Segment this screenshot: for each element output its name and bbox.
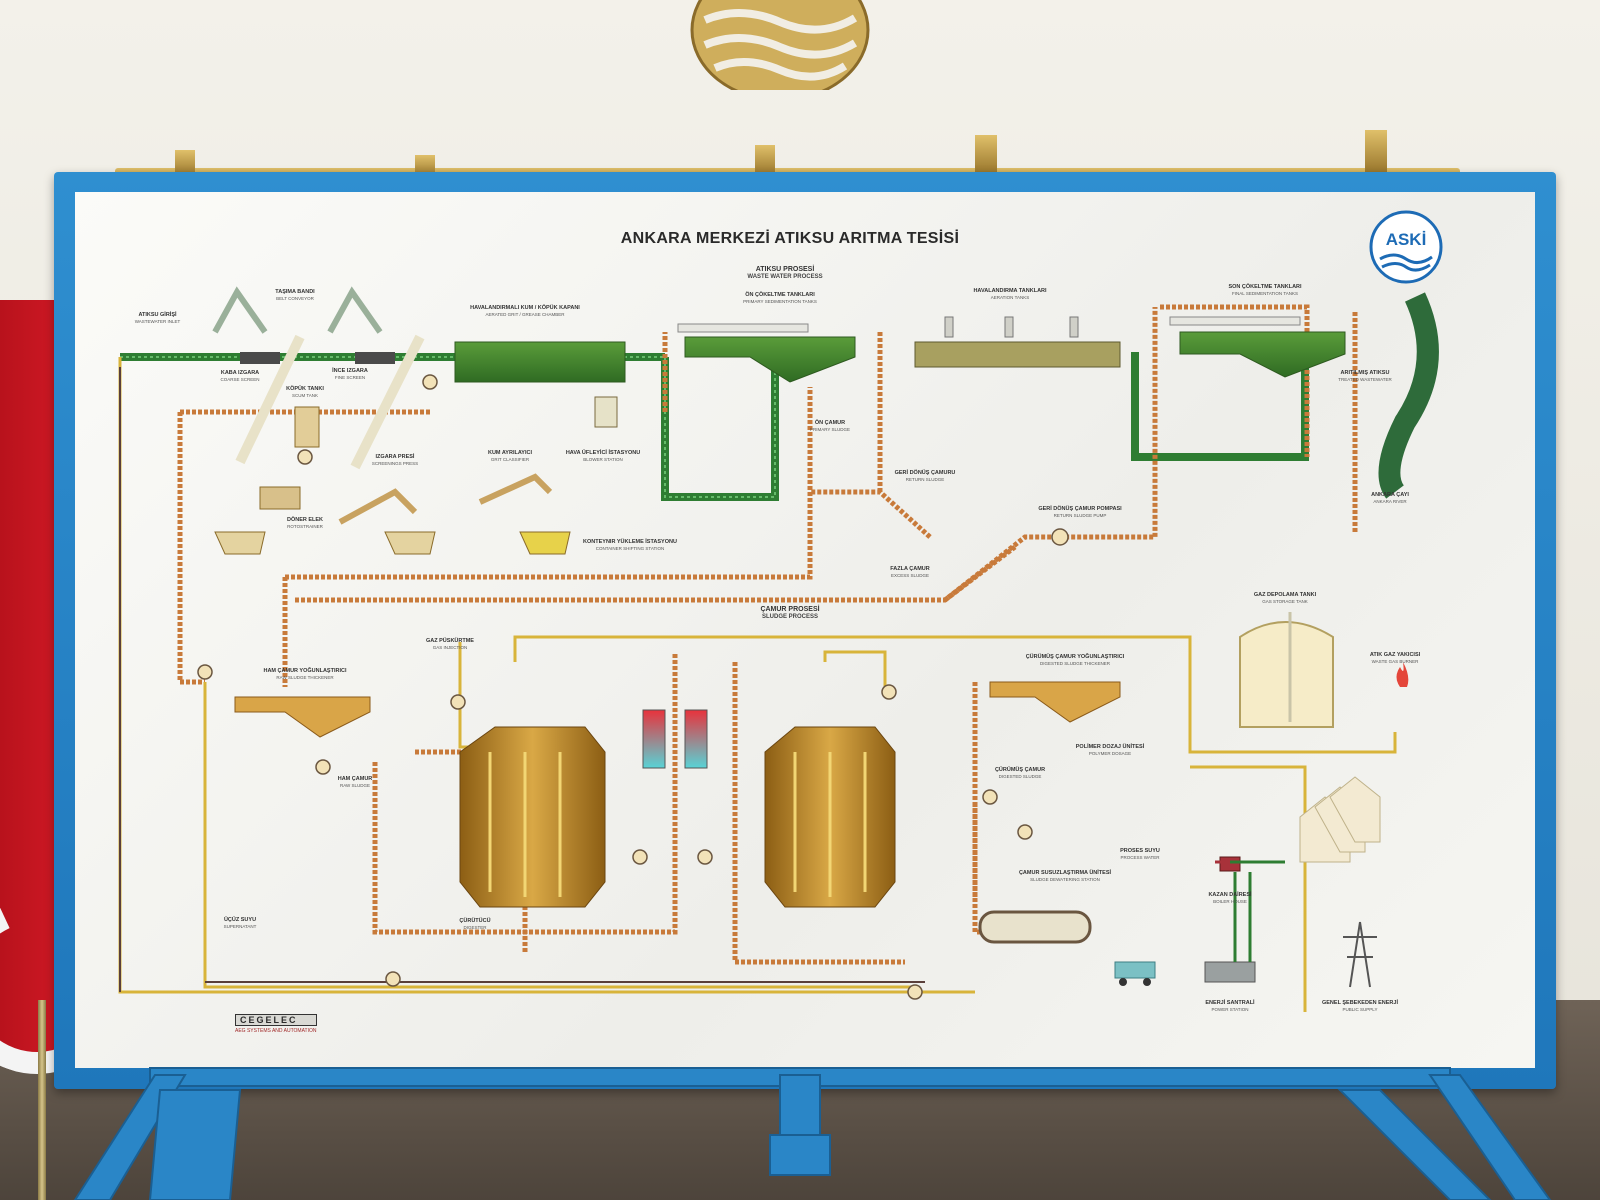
aerated-grit-chamber bbox=[454, 341, 626, 383]
boiler-house bbox=[1219, 856, 1241, 872]
primary-sedimentation-tank bbox=[684, 336, 856, 383]
truck-icon bbox=[1114, 961, 1156, 979]
ankara-river bbox=[1378, 292, 1439, 499]
aski-logo-text: ASKİ bbox=[1386, 230, 1427, 249]
digester-left bbox=[459, 726, 606, 908]
houses-icon bbox=[1299, 776, 1381, 863]
final-sedimentation-tank bbox=[1179, 331, 1346, 378]
aeration-tank bbox=[914, 341, 1121, 368]
wall-logo-emblem bbox=[690, 0, 870, 90]
process-piping bbox=[118, 286, 1439, 1012]
power-station bbox=[1204, 961, 1256, 983]
heat-exchanger-left bbox=[642, 709, 666, 769]
manufacturer-plate: CEGELEC AEG SYSTEMS AND AUTOMATION bbox=[235, 1014, 317, 1034]
board-title: ANKARA MERKEZİ ATIKSU ARITMA TESİSİ bbox=[620, 230, 960, 247]
aski-logo: ASKİ bbox=[1369, 210, 1443, 284]
flag-pole bbox=[38, 1000, 46, 1200]
sludge-section-label: ÇAMUR PROSESİ SLUDGE PROCESS bbox=[760, 606, 820, 621]
screen-units bbox=[212, 286, 571, 555]
waste-gas-flame-icon bbox=[1396, 662, 1409, 687]
digested-sludge-thickener bbox=[989, 681, 1121, 723]
waste-water-section-label: ATIKSU PROSESİ WASTE WATER PROCESS bbox=[747, 266, 823, 281]
raw-sludge-thickener bbox=[234, 696, 371, 738]
wastewater-process-diagram: ANKARA MERKEZİ ATIKSU ARITMA TESİSİ ASKİ… bbox=[75, 192, 1535, 1068]
manufacturer-subtitle: AEG SYSTEMS AND AUTOMATION bbox=[235, 1028, 317, 1034]
manufacturer-name: CEGELEC bbox=[235, 1014, 317, 1026]
sludge-lines bbox=[177, 304, 1358, 965]
dewatering-belt bbox=[978, 910, 1092, 944]
gas-storage-tank bbox=[1239, 621, 1334, 728]
heat-exchanger-right bbox=[684, 709, 708, 769]
power-pylon-icon bbox=[1343, 921, 1377, 988]
